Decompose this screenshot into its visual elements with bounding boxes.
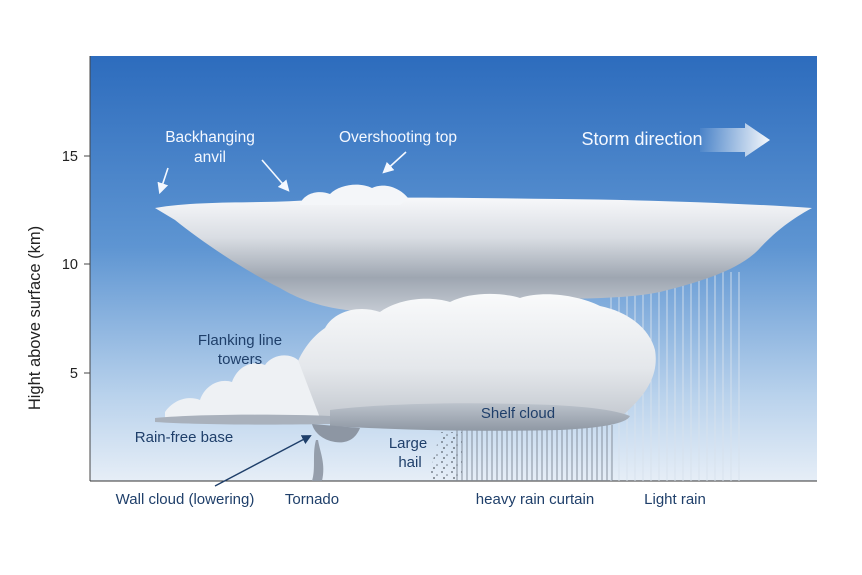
rain-free-base-label: Rain-free base: [135, 429, 233, 446]
storm-direction-label: Storm direction: [581, 129, 702, 149]
shelf-cloud: [330, 403, 630, 431]
flanking-line-towers-label-line1: Flanking line: [198, 332, 282, 349]
backhanging-anvil-arrow-right: [261, 159, 290, 192]
y-tick-label-5: 5: [70, 366, 78, 382]
anvil-cloud: [155, 197, 812, 312]
shelf-cloud-label: Shelf cloud: [481, 405, 555, 422]
backhanging-anvil-label-line2: anvil: [194, 149, 226, 166]
rain-free-base-cloud: [155, 414, 330, 425]
large-hail-label-line1: Large: [389, 435, 427, 452]
backhanging-anvil-label-line1: Backhanging: [165, 129, 255, 146]
flanking-line-towers-cloud: [165, 355, 320, 418]
overshooting-top-label: Overshooting top: [339, 129, 457, 146]
light-rain-label: Light rain: [644, 491, 706, 508]
storm-direction-arrow-icon: [700, 123, 770, 157]
overshooting-top-arrow: [382, 151, 407, 174]
y-tick-label-10: 10: [62, 257, 78, 273]
tornado-label: Tornado: [285, 491, 339, 508]
backhanging-anvil-arrow-left: [157, 167, 169, 195]
y-tick-label-15: 15: [62, 149, 78, 165]
main-updraft-tower: [289, 293, 656, 418]
wall-cloud-label: Wall cloud (lowering): [116, 491, 255, 508]
large-hail-label-line2: hail: [398, 454, 421, 471]
flanking-line-towers-label-line2: towers: [218, 351, 262, 368]
overshooting-top-cloud: [300, 184, 408, 205]
heavy-rain-curtain-area: [455, 425, 613, 481]
wall-cloud-arrow: [214, 435, 312, 487]
tornado-funnel: [312, 440, 324, 481]
heavy-rain-curtain-label: heavy rain curtain: [476, 491, 594, 508]
y-axis-label: Hight above surface (km): [26, 226, 44, 410]
wall-cloud: [312, 424, 360, 443]
hail-area: [428, 432, 462, 481]
